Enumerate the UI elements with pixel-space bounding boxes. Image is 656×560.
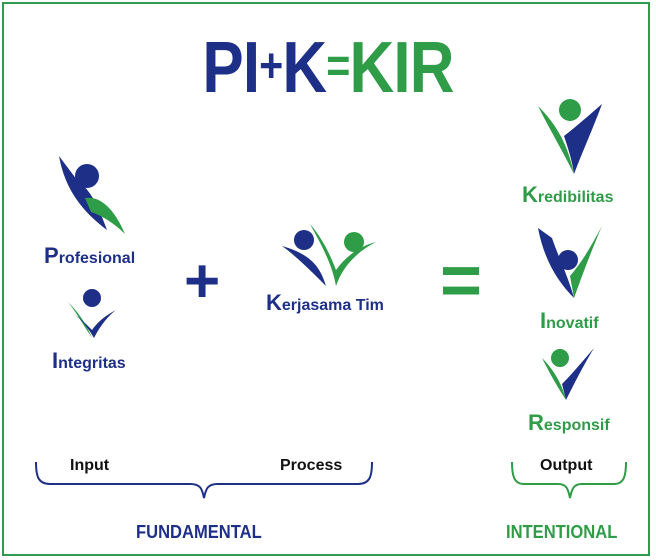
label-fundamental: FUNDAMENTAL — [136, 522, 262, 542]
label-profesional: Profesional — [44, 243, 136, 268]
two-people-icon — [282, 224, 376, 286]
label-input: Input — [70, 457, 110, 474]
label-inovatif: Inovatif — [540, 308, 599, 333]
title-k: K — [282, 28, 327, 108]
person-v-icon — [538, 226, 602, 298]
label-process: Process — [280, 457, 343, 474]
plus-operator: + — [184, 247, 221, 316]
label-kerjasama: Kerjasama Tim — [266, 290, 384, 315]
person-v-icon — [538, 99, 602, 174]
formula-title: PI+K=KIR — [46, 22, 610, 113]
title-kir: KIR — [349, 28, 455, 108]
label-responsif: Responsif — [528, 410, 610, 435]
person-arm-up-icon — [59, 156, 125, 234]
equals-operator: = — [440, 241, 483, 321]
diagram-frame — [2, 2, 650, 556]
person-v-icon — [542, 348, 594, 400]
person-check-icon — [68, 289, 116, 338]
label-intentional: INTENTIONAL — [506, 522, 618, 542]
fundamental-brace — [35, 461, 373, 499]
title-pi: PI — [202, 28, 260, 108]
label-integritas: Integritas — [52, 348, 126, 373]
title-plus: + — [259, 40, 283, 93]
label-kredibilitas: Kredibilitas — [522, 182, 614, 207]
title-equals: = — [326, 40, 350, 93]
intentional-brace — [511, 461, 627, 499]
label-output: Output — [540, 457, 593, 474]
